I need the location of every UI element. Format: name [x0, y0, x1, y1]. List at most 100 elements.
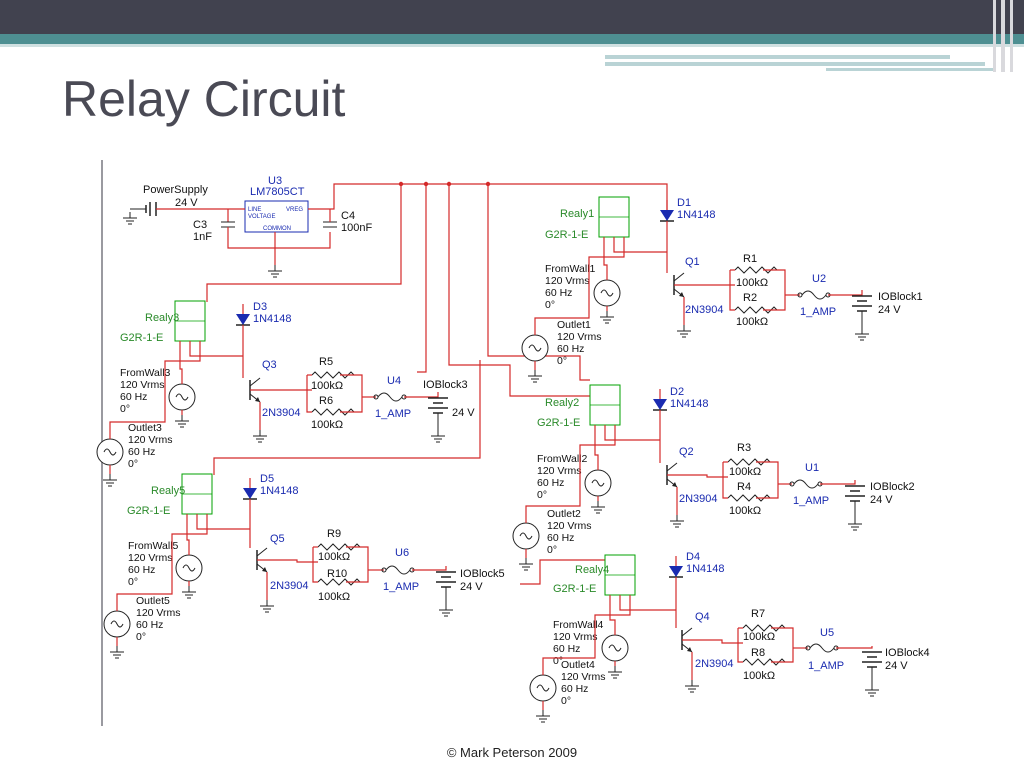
- wall-vrms: 120 Vrms: [537, 465, 582, 477]
- resistor-right-wire: [340, 374, 363, 413]
- wall-vrms: 120 Vrms: [545, 275, 590, 287]
- outlet-freq: 60 Hz: [128, 446, 155, 458]
- diode-ref: D3: [253, 301, 267, 313]
- wall-wire: [603, 237, 608, 280]
- wall-freq: 60 Hz: [545, 287, 572, 299]
- resistor-value: 100kΩ: [743, 631, 775, 643]
- top-banner: [0, 0, 1024, 34]
- resistor-value: 100kΩ: [736, 277, 768, 289]
- transistor-part: 2N3904: [270, 580, 309, 592]
- regulator-part: LM7805CT: [250, 186, 305, 198]
- resistor-value: 100kΩ: [729, 505, 761, 517]
- decor-vbar-1: [993, 0, 996, 72]
- transistor-part: 2N3904: [695, 658, 734, 670]
- outlet-phase: 0°: [547, 544, 557, 556]
- relay-coil-wire: [604, 425, 660, 441]
- wall-wire: [594, 425, 599, 470]
- diode-ref: D1: [677, 197, 691, 209]
- decor-vbar-2: [1001, 0, 1005, 72]
- outlet-vrms: 120 Vrms: [128, 434, 173, 446]
- fuse-to-io: [820, 480, 856, 485]
- sine-wave-icon: [536, 684, 550, 692]
- decor-bar-3: [826, 68, 996, 71]
- wall-label: FromWall3: [120, 367, 171, 379]
- sine-wave-icon: [591, 479, 605, 487]
- resistor-ref: R1: [743, 253, 757, 265]
- ground-return: [227, 227, 331, 249]
- diode-part: 1N4148: [670, 398, 709, 410]
- relay-model: G2R-1-E: [127, 505, 170, 517]
- resistor-right-wire: [771, 627, 794, 663]
- banner-stripe-light: [0, 44, 1024, 47]
- fuse-value: 1_AMP: [383, 581, 419, 593]
- fuse-ref: U5: [820, 627, 834, 639]
- transistor-collector: [256, 547, 268, 557]
- regulator-pin-voltage: VOLTAGE: [248, 214, 275, 220]
- relay-label: Realy2: [545, 397, 579, 409]
- regulator-ref: U3: [268, 175, 282, 187]
- io-block-label: IOBlock2: [870, 481, 915, 493]
- wall-phase: 0°: [553, 655, 563, 667]
- resistor-icon: [311, 371, 355, 379]
- resistor-icon: [311, 408, 355, 416]
- transistor-collector: [673, 272, 685, 282]
- decor-bar-1: [605, 55, 950, 59]
- fuse-ref: U1: [805, 462, 819, 474]
- regulator-pin-vreg: VREG: [286, 207, 303, 213]
- outlet-wire: [109, 341, 201, 439]
- fuse-icon: [377, 392, 403, 402]
- diode-icon: [669, 566, 683, 577]
- resistor-icon: [734, 266, 778, 274]
- transistor-collector: [666, 462, 678, 472]
- fuse-to-io: [404, 392, 439, 398]
- outlet-phase: 0°: [561, 695, 571, 707]
- fuse-value: 1_AMP: [375, 408, 411, 420]
- resistor-ref: R8: [751, 647, 765, 659]
- sine-wave-icon: [182, 564, 196, 572]
- fuse-to-io: [836, 646, 873, 649]
- io-block-label: IOBlock1: [878, 291, 923, 303]
- slide-title: Relay Circuit: [62, 71, 346, 127]
- resistor-left-wire: [737, 628, 743, 663]
- diode-part: 1N4148: [686, 563, 725, 575]
- outlet-label: Outlet1: [557, 319, 591, 331]
- fuse-to-io: [412, 566, 447, 571]
- transistor-ref: Q4: [695, 611, 710, 623]
- outlet-wire: [116, 514, 208, 611]
- diode-icon: [653, 399, 667, 410]
- resistor-icon: [727, 458, 771, 466]
- relay-model: G2R-1-E: [553, 583, 596, 595]
- outlet-vrms: 120 Vrms: [136, 607, 181, 619]
- resistor-value: 100kΩ: [729, 466, 761, 478]
- outlet-wire: [534, 237, 625, 335]
- fuse-icon: [385, 565, 411, 575]
- outlet-vrms: 120 Vrms: [557, 331, 602, 343]
- outlet-label: Outlet5: [136, 595, 170, 607]
- power-supply-label: PowerSupply: [143, 184, 208, 196]
- resistor-ref: R2: [743, 292, 757, 304]
- outlet-label: Outlet2: [547, 508, 581, 520]
- transistor-arrow: [672, 482, 677, 487]
- diode-ref: D2: [670, 386, 684, 398]
- c3-ref: C3: [193, 219, 207, 231]
- bus-to-relay5: [213, 360, 481, 475]
- bus-to-relay2: [448, 184, 590, 397]
- outlet-freq: 60 Hz: [136, 619, 163, 631]
- relay-model: G2R-1-E: [537, 417, 580, 429]
- wall-freq: 60 Hz: [553, 643, 580, 655]
- diode-icon: [660, 210, 674, 221]
- regulator-pin-common: COMMON: [263, 226, 291, 232]
- base-wire: [257, 559, 318, 563]
- fuse-ref: U2: [812, 273, 826, 285]
- base-wire: [682, 639, 743, 644]
- resistor-value: 100kΩ: [318, 591, 350, 603]
- outlet-label: Outlet3: [128, 422, 162, 434]
- sine-wave-icon: [528, 344, 542, 352]
- transistor-arrow: [679, 292, 684, 297]
- wall-wire: [179, 341, 183, 384]
- c4-value: 100nF: [341, 222, 372, 234]
- transistor-part: 2N3904: [262, 407, 301, 419]
- resistor-left-wire: [722, 462, 728, 499]
- diode-ref: D4: [686, 551, 700, 563]
- resistor-ref: R9: [327, 528, 341, 540]
